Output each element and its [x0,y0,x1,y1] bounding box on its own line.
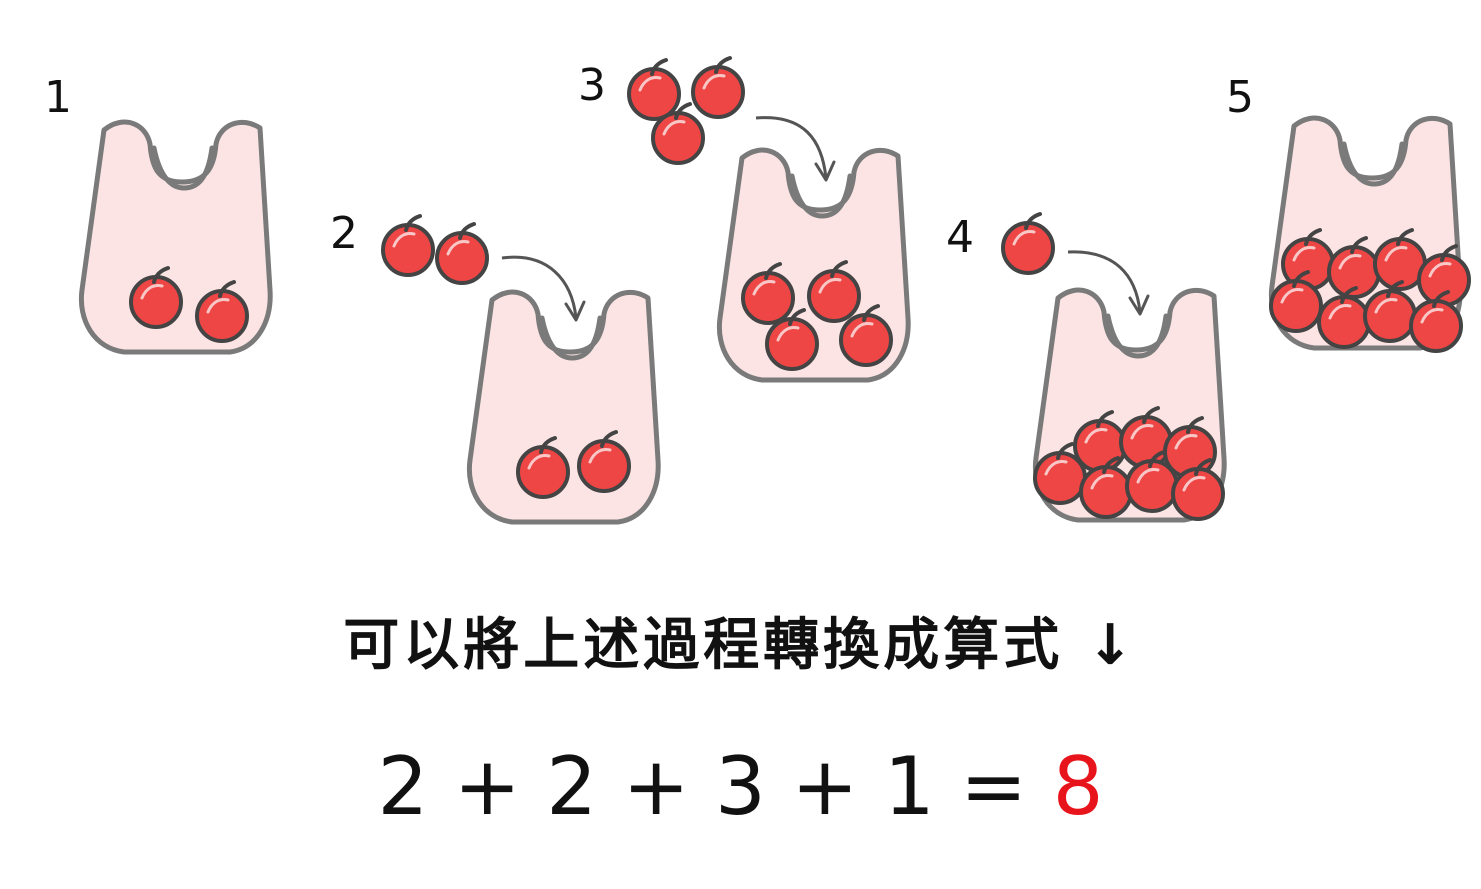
apple-icon [691,56,745,119]
drop-arrow-3 [755,116,828,179]
drop-arrow-4-head [1128,294,1150,316]
step-3-added-apples [627,56,745,165]
step-number-5: 5 [1226,72,1254,123]
step-2-added-apples [381,214,489,285]
apple-icon [381,214,435,277]
step-4-added-apples [1001,212,1055,275]
equation: 2 + 2 + 3 + 1 = 8 [0,740,1481,833]
apple-icon [435,222,489,285]
equation-result: 8 [1052,740,1104,833]
apple-icon [1001,212,1055,275]
apple-icon [627,58,681,121]
drop-arrow-3-head [814,160,836,182]
step-number-4: 4 [946,212,974,263]
step-number-2: 2 [330,208,358,259]
caption-text: 可以將上述過程轉換成算式 ↓ [343,613,1138,678]
step-number-1: 1 [44,72,72,123]
step-number-3: 3 [578,60,606,111]
equation-expression: 2 + 2 + 3 + 1 = [377,740,1053,833]
drop-arrow-4 [1067,250,1142,313]
drop-arrow-2 [501,255,578,319]
drop-arrow-2-head [564,300,586,322]
